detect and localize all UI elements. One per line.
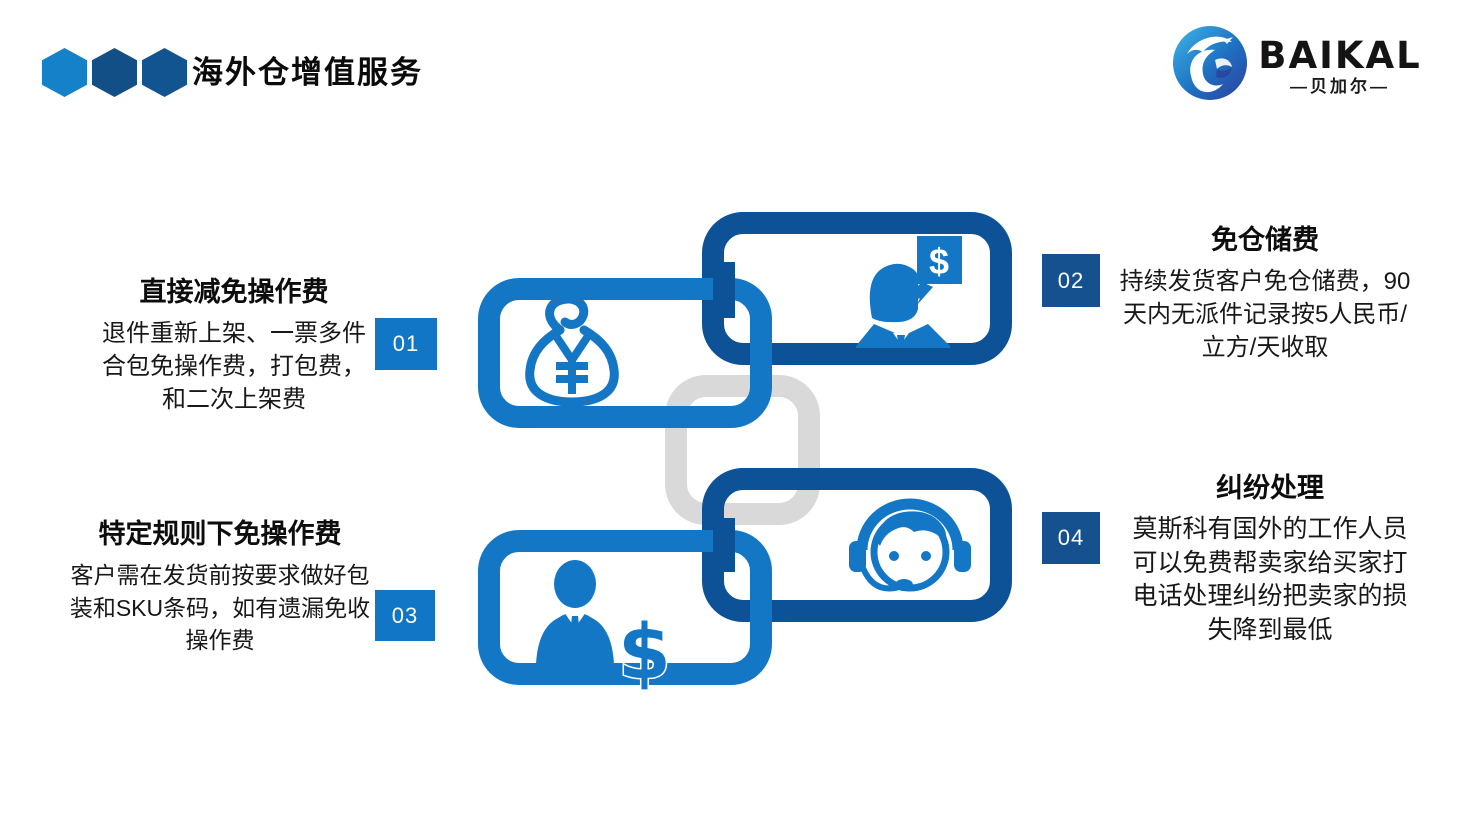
seller-dollar-sign: $: [618, 607, 671, 696]
money-bag-yuan-icon: [525, 294, 619, 407]
service-title: 免仓储费: [1211, 225, 1319, 255]
brand-name: BAIKAL: [1258, 34, 1422, 77]
number-badge: 02: [1042, 254, 1100, 307]
number-badge: 03: [375, 590, 435, 641]
seller-dollar-icon: $: [536, 560, 672, 698]
service-item-03: 特定规则下免操作费 客户需在发货前按要求做好包 装和SKU条码，如有遗漏免收 操…: [20, 516, 420, 657]
brand-name-cn: —贝加尔—: [1290, 77, 1390, 96]
service-description: 莫斯科有国外的工作人员 可以免费帮卖家给买家打 电话处理纠纷把卖家的损 失降到最…: [1132, 515, 1408, 644]
service-title: 特定规则下免操作费: [98, 519, 342, 549]
buyer-chat-dollar-icon: $: [856, 236, 962, 348]
service-description: 客户需在发货前按要求做好包 装和SKU条码，如有遗漏免收 操作费: [69, 562, 371, 653]
chain-links-graphic: $ $: [478, 212, 1012, 698]
service-item-04: 纠纷处理 莫斯科有国外的工作人员 可以免费帮卖家给买家打 电话处理纠纷把卖家的损…: [1112, 470, 1428, 647]
baikal-logo-icon: [1173, 26, 1247, 100]
hexagon-bullet-icon: [92, 48, 137, 97]
service-title: 直接减免操作费: [139, 277, 329, 307]
service-description: 持续发货客户免仓储费，90 天内无派件记录按5人民币/ 立方/天收取: [1119, 268, 1411, 361]
page-title: 海外仓增值服务: [192, 55, 423, 90]
service-title: 纠纷处理: [1216, 473, 1324, 503]
link-center-gray: [665, 375, 820, 525]
service-item-02: 免仓储费 持续发货客户免仓储费，90 天内无派件记录按5人民币/ 立方/天收取: [1100, 222, 1430, 364]
service-item-01: 直接减免操作费 退件重新上架、一票多件 合包免操作费，打包费， 和二次上架费: [38, 274, 430, 416]
link-top-left: [478, 278, 772, 428]
support-agent-headset-icon: [849, 498, 971, 592]
hexagon-bullet-icon: [142, 48, 187, 97]
bubble-dollar: $: [929, 241, 949, 282]
hexagon-bullet-icon: [42, 48, 87, 97]
service-description: 退件重新上架、一票多件 合包免操作费，打包费， 和二次上架费: [102, 320, 366, 413]
link-bottom-left: [478, 530, 772, 685]
number-badge: 04: [1042, 512, 1100, 564]
number-badge: 01: [375, 318, 437, 370]
